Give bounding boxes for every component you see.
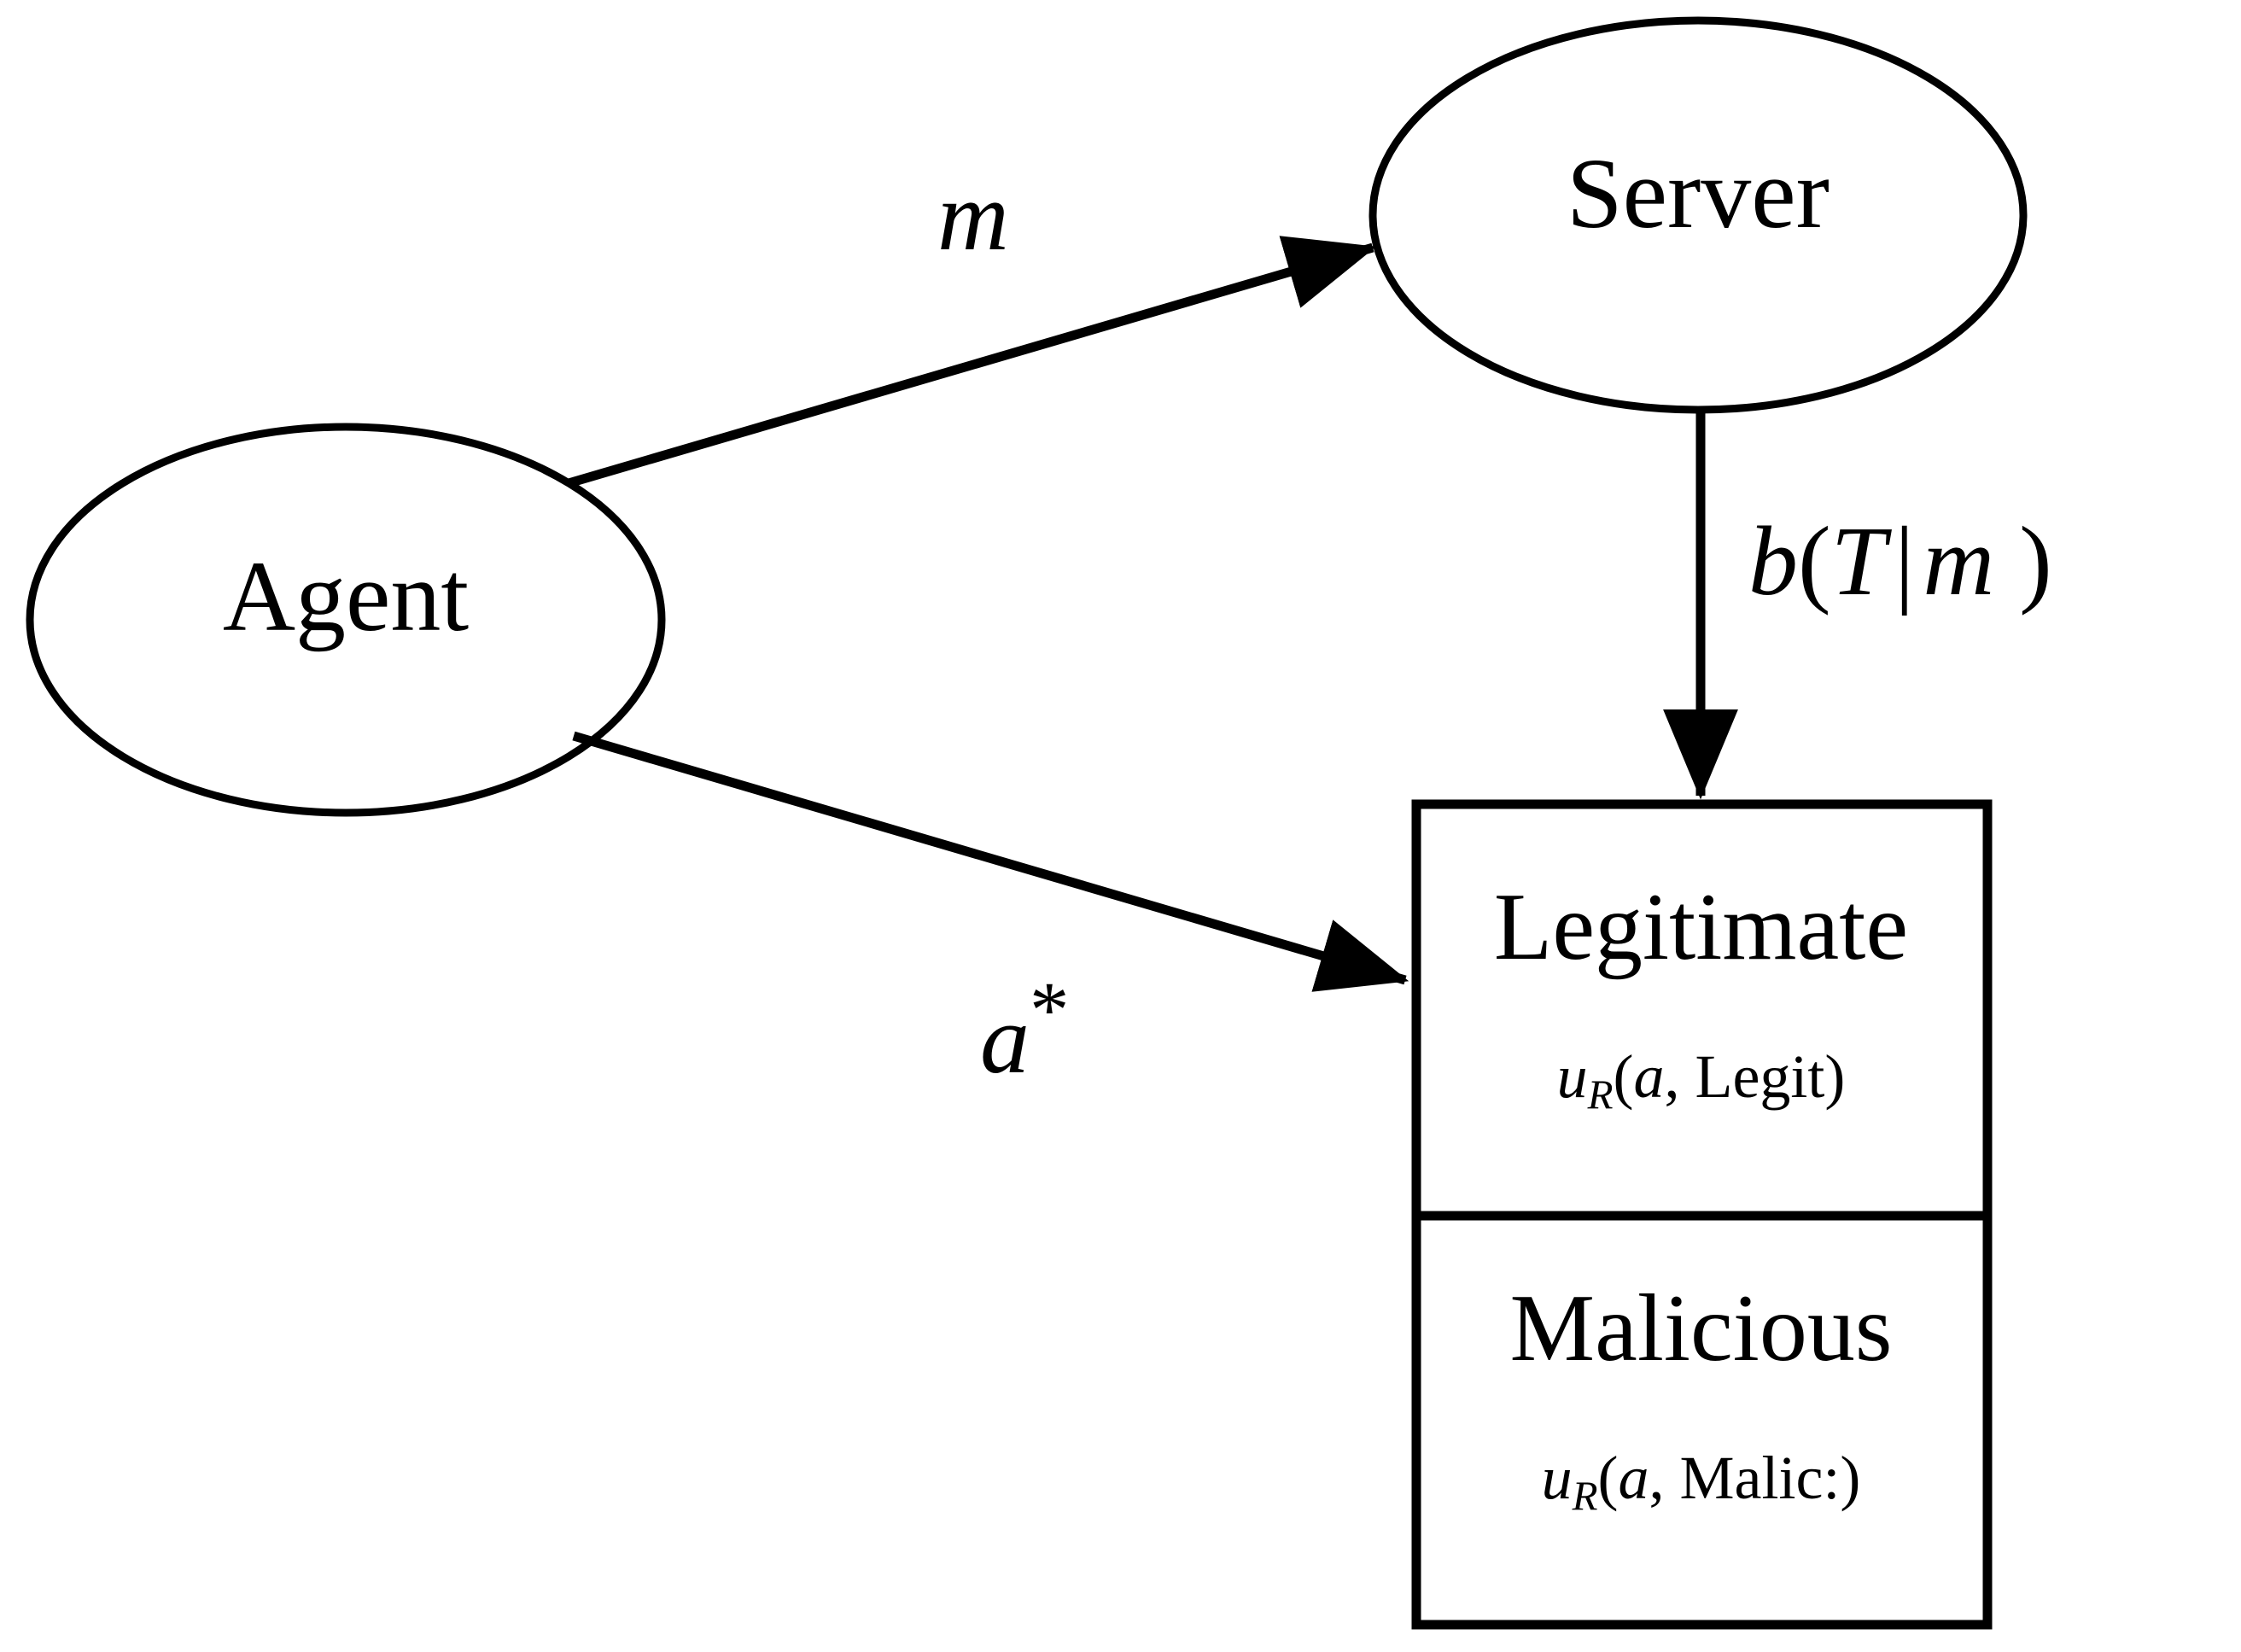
agent-node-shape[interactable] — [26, 423, 666, 817]
edge-agent-to-box — [572, 731, 1409, 992]
edge-agent-to-server — [567, 236, 1377, 488]
server-node-shape[interactable] — [1369, 16, 2028, 414]
